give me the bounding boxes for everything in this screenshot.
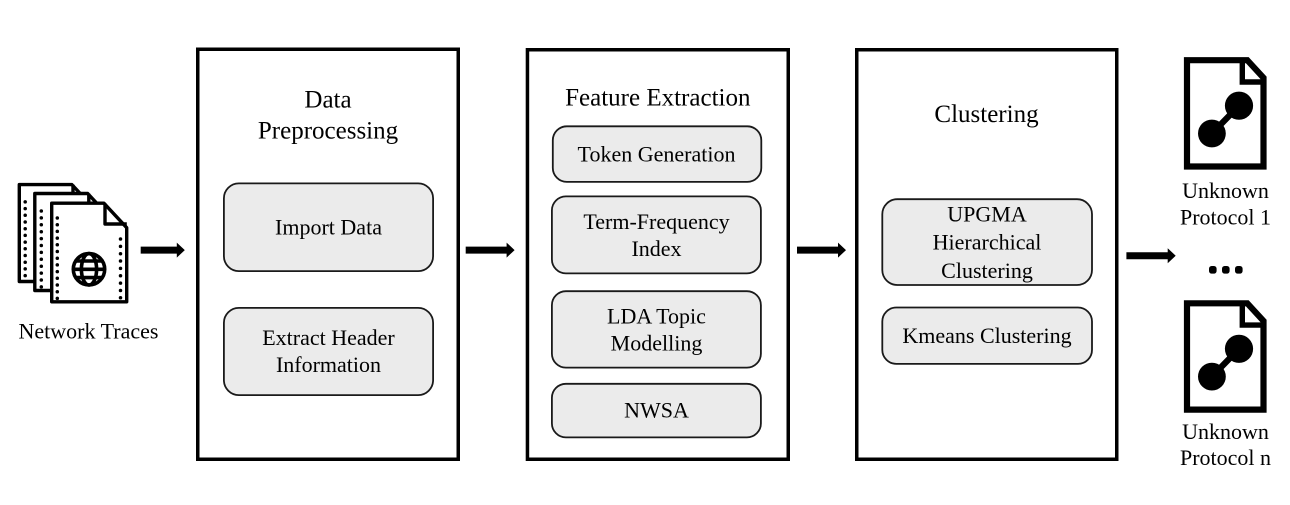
svg-text:Modelling: Modelling <box>611 331 703 356</box>
svg-text:Data: Data <box>304 87 351 114</box>
svg-text:Preprocessing: Preprocessing <box>258 118 399 145</box>
svg-text:Feature Extraction: Feature Extraction <box>565 85 751 112</box>
svg-text:Kmeans Clustering: Kmeans Clustering <box>902 323 1071 348</box>
svg-text:Extract Header: Extract Header <box>262 325 395 350</box>
svg-text:Protocol 1: Protocol 1 <box>1180 204 1271 229</box>
svg-text:Information: Information <box>276 352 381 377</box>
svg-text:Unknown: Unknown <box>1182 419 1269 444</box>
svg-text:Unknown: Unknown <box>1182 178 1269 203</box>
svg-text:Clustering: Clustering <box>934 101 1039 128</box>
svg-text:UPGMA: UPGMA <box>947 202 1027 227</box>
svg-text:Clustering: Clustering <box>941 258 1033 283</box>
svg-text:LDA Topic: LDA Topic <box>607 304 706 329</box>
svg-text:Index: Index <box>631 236 681 261</box>
svg-text:Import Data: Import Data <box>275 215 382 240</box>
svg-text:Protocol n: Protocol n <box>1180 445 1271 470</box>
svg-text:NWSA: NWSA <box>624 398 689 423</box>
svg-text:Term-Frequency: Term-Frequency <box>583 209 729 234</box>
svg-text:Hierarchical: Hierarchical <box>933 230 1042 255</box>
svg-text:Token Generation: Token Generation <box>578 142 736 167</box>
svg-text:Network Traces: Network Traces <box>19 319 159 344</box>
